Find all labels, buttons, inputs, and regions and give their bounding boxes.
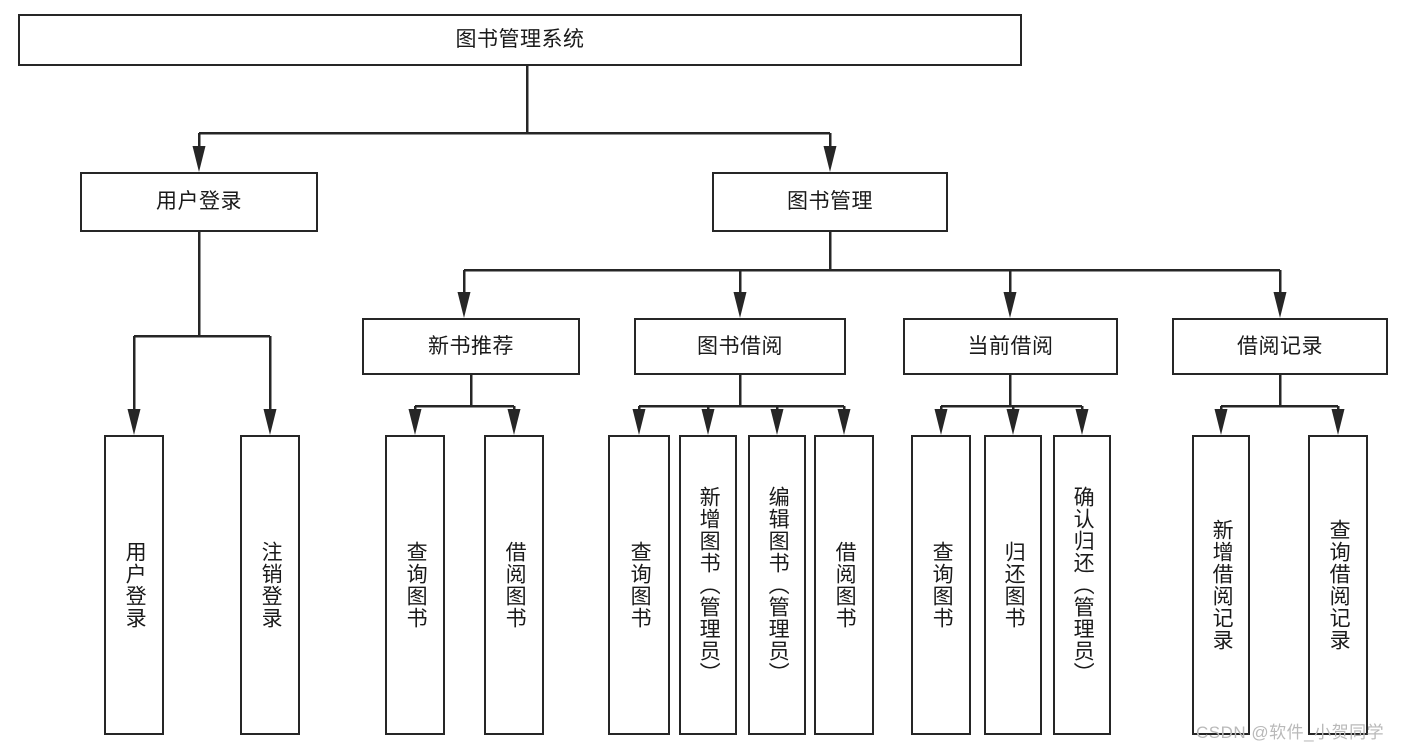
node-label-book-management: 图书管理 xyxy=(787,190,873,214)
node-label-user-login: 用户登录 xyxy=(156,190,242,214)
node-leaf-query-book-current[interactable]: 查询图书 xyxy=(911,435,971,735)
node-leaf-query-book-borrow[interactable]: 查询图书 xyxy=(608,435,670,735)
node-label-leaf-user-login: 用户登录 xyxy=(123,541,147,629)
node-label-leaf-logout: 注销登录 xyxy=(259,541,283,629)
node-user-login[interactable]: 用户登录 xyxy=(80,172,318,232)
node-leaf-query-borrow-record[interactable]: 查询借阅记录 xyxy=(1308,435,1368,735)
node-borrow-record[interactable]: 借阅记录 xyxy=(1172,318,1388,375)
node-label-leaf-query-borrow-record: 查询借阅记录 xyxy=(1327,519,1351,651)
node-label-leaf-query-book-new: 查询图书 xyxy=(404,541,428,629)
node-leaf-add-borrow-record[interactable]: 新增借阅记录 xyxy=(1192,435,1250,735)
node-leaf-user-login[interactable]: 用户登录 xyxy=(104,435,164,735)
node-label-book-borrow: 图书借阅 xyxy=(697,334,783,358)
node-new-book-recommend[interactable]: 新书推荐 xyxy=(362,318,580,375)
node-leaf-borrow-book-new[interactable]: 借阅图书 xyxy=(484,435,544,735)
node-label-leaf-add-book-admin: 新增图书（管理员） xyxy=(697,486,721,684)
watermark-label: CSDN @软件_小贺同学 xyxy=(1196,723,1385,742)
node-label-borrow-record: 借阅记录 xyxy=(1237,334,1323,358)
node-leaf-return-book[interactable]: 归还图书 xyxy=(984,435,1042,735)
node-label-leaf-add-borrow-record: 新增借阅记录 xyxy=(1210,519,1234,651)
node-label-leaf-query-book-current: 查询图书 xyxy=(930,541,954,629)
node-leaf-query-book-new[interactable]: 查询图书 xyxy=(385,435,445,735)
node-label-current-borrow: 当前借阅 xyxy=(967,334,1054,358)
node-current-borrow[interactable]: 当前借阅 xyxy=(903,318,1118,375)
node-leaf-confirm-return-admin[interactable]: 确认归还（管理员） xyxy=(1053,435,1111,735)
node-label-new-book-recommend: 新书推荐 xyxy=(428,334,514,358)
node-leaf-add-book-admin[interactable]: 新增图书（管理员） xyxy=(679,435,737,735)
node-label-leaf-confirm-return-admin: 确认归还（管理员） xyxy=(1071,486,1095,684)
node-label-leaf-query-book-borrow: 查询图书 xyxy=(628,541,652,629)
node-label-leaf-return-book: 归还图书 xyxy=(1002,541,1026,629)
node-book-management[interactable]: 图书管理 xyxy=(712,172,948,232)
node-leaf-edit-book-admin[interactable]: 编辑图书（管理员） xyxy=(748,435,806,735)
node-label-root: 图书管理系统 xyxy=(455,28,585,52)
node-root[interactable]: 图书管理系统 xyxy=(18,14,1022,66)
node-label-leaf-edit-book-admin: 编辑图书（管理员） xyxy=(766,486,790,684)
node-label-leaf-borrow-book: 借阅图书 xyxy=(833,541,857,629)
node-label-leaf-borrow-book-new: 借阅图书 xyxy=(503,541,527,629)
node-leaf-logout[interactable]: 注销登录 xyxy=(240,435,300,735)
node-leaf-borrow-book[interactable]: 借阅图书 xyxy=(814,435,874,735)
node-book-borrow[interactable]: 图书借阅 xyxy=(634,318,846,375)
